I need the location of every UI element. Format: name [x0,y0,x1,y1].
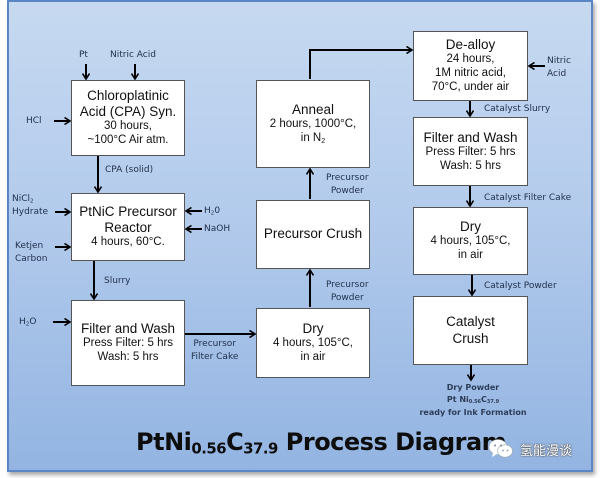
label-text: NiCl [12,194,31,204]
step-detail: 70°C, under air [431,80,510,93]
step-detail: in air [458,249,483,262]
final-output-label: Dry Powder Pt Ni0.56C37.9 ready for Ink … [418,382,528,419]
title-text: C [226,428,244,456]
subscript: 0.56 [191,439,227,458]
input-ketjen-carbon-label: Ketjen Carbon [15,240,47,266]
step-title: Chloroplatinic [87,88,169,104]
label-text: H [19,317,26,327]
step-title: PtNiC Precursor [79,203,177,219]
label-text: C [481,395,487,404]
subscript: 2 [30,198,34,205]
input-naoh-label: NaOH [204,224,231,234]
diagram-title: PtNi0.56C37.9 Process Diagram [136,428,507,458]
watermark: 氢能漫谈 [488,438,572,460]
step-detail: 4 hours, 60°C. [91,236,165,249]
step-title: Dry [460,219,481,235]
step-title: Filter and Wash [80,321,176,337]
step-dealloy: De-alloy 24 hours, 1M nitric acid, 70°C,… [413,31,528,101]
flow-precursor-powder-label-upper: Precursor Powder [326,172,369,198]
step-title: Dry [302,321,324,337]
step-detail: 24 hours, [446,53,495,66]
input-nicl2-label: NiCl2 Hydrate [12,193,48,219]
step-precursor-crush: Precursor Crush [256,200,370,269]
label-line: Ketjen [15,241,44,251]
input-h2o-filter-label: H2O [19,316,36,329]
subscript: 0.56 [468,399,482,406]
step-detail: Press Filter: 5 hrs [82,337,174,350]
step-dry-catalyst: Dry 4 hours, 105°C, in air [413,207,528,275]
step-catalyst-crush: Catalyst Crush [413,296,528,365]
flow-catalyst-slurry-label: Catalyst Slurry [484,104,551,114]
flow-precursor-filter-cake-label: Precursor Filter Cake [191,338,238,364]
step-cpa-synthesis: Chloroplatinic Acid (CPA) Syn. 30 hours,… [71,80,185,156]
flow-cpa-solid-label: CPA (solid) [105,165,154,175]
label-line: NiCl2 [12,193,48,206]
step-detail: Wash: 5 hrs [440,159,501,172]
label-line: Precursor [326,280,369,290]
label-line: Precursor [326,173,369,183]
label-line: Acid [547,69,567,80]
step-title: Filter and Wash [423,129,518,145]
step-detail: Wash: 5 hrs [97,351,159,364]
step-detail: Press Filter: 5 hrs [425,145,516,158]
label-line: Precursor [193,339,236,349]
step-filter-wash-catalyst: Filter and Wash Press Filter: 5 hrs Wash… [413,117,528,186]
label-text: H [204,206,211,216]
flow-catalyst-filter-cake-label: Catalyst Filter Cake [484,193,572,203]
step-detail: 4 hours, 105°C, [430,235,511,248]
step-title: De-alloy [445,37,496,53]
subscript: 2 [210,210,215,217]
subscript: 2 [25,321,30,328]
label-text: 0 [214,206,221,216]
step-title: Crush [452,330,489,346]
step-title: Acid (CPA) Syn. [79,104,177,120]
label-text: O [29,317,37,327]
label-line: ready for Ink Formation [419,407,527,417]
wechat-icon [488,439,513,458]
input-nitric-dealloy-label: Nitric Acid [547,55,571,81]
subscript: 37.9 [486,399,500,406]
label-text: Pt Ni [446,395,469,404]
subscript: 2 [321,136,326,145]
label-line: Carbon [15,254,48,265]
step-title: Precursor Crush [263,226,363,242]
step-detail-text: in N [300,132,322,145]
step-detail: 30 hours, [104,120,152,133]
step-title: Anneal [291,102,335,118]
label-line: Powder [330,186,364,197]
input-h2o-reactor-label: H20 [204,205,220,218]
flow-catalyst-powder-label: Catalyst Powder [484,281,557,291]
watermark-text: 氢能漫谈 [520,442,573,458]
step-anneal: Anneal 2 hours, 1000°C, in N2 [256,80,370,168]
label-line: Powder [330,293,364,304]
subscript: 37.9 [243,439,278,458]
label-line: Filter Cake [191,352,239,363]
input-nitric-acid-label: Nitric Acid [110,50,156,60]
label-line: Dry Powder [446,383,500,392]
step-detail: 4 hours, 105°C, [272,337,354,350]
label-line: Hydrate [12,207,49,218]
label-line: Nitric [547,56,571,66]
step-detail: 2 hours, 1000°C, [269,118,357,131]
step-detail: 1M nitric acid, [435,67,506,80]
arrow-anneal-to-dealloy [309,50,412,79]
input-pt-label: Pt [79,50,88,60]
step-dry-precursor: Dry 4 hours, 105°C, in air [256,308,370,378]
step-title: Reactor [104,220,152,236]
step-detail: in N2 [301,132,325,146]
input-hcl-label: HCl [26,116,42,126]
title-text: Process Diagram [277,428,507,456]
step-detail: ~100°C Air atm. [87,134,169,147]
step-precursor-reactor: PtNiC Precursor Reactor 4 hours, 60°C. [71,193,185,261]
step-title: Catalyst [446,314,495,330]
label-line: Pt Ni0.56C37.9 [418,394,528,407]
flow-slurry-label: Slurry [104,276,131,286]
step-filter-wash-precursor: Filter and Wash Press Filter: 5 hrs Wash… [71,300,185,386]
step-detail: in air [300,351,326,364]
title-text: PtNi [136,428,192,456]
flow-precursor-powder-label-lower: Precursor Powder [326,279,369,305]
